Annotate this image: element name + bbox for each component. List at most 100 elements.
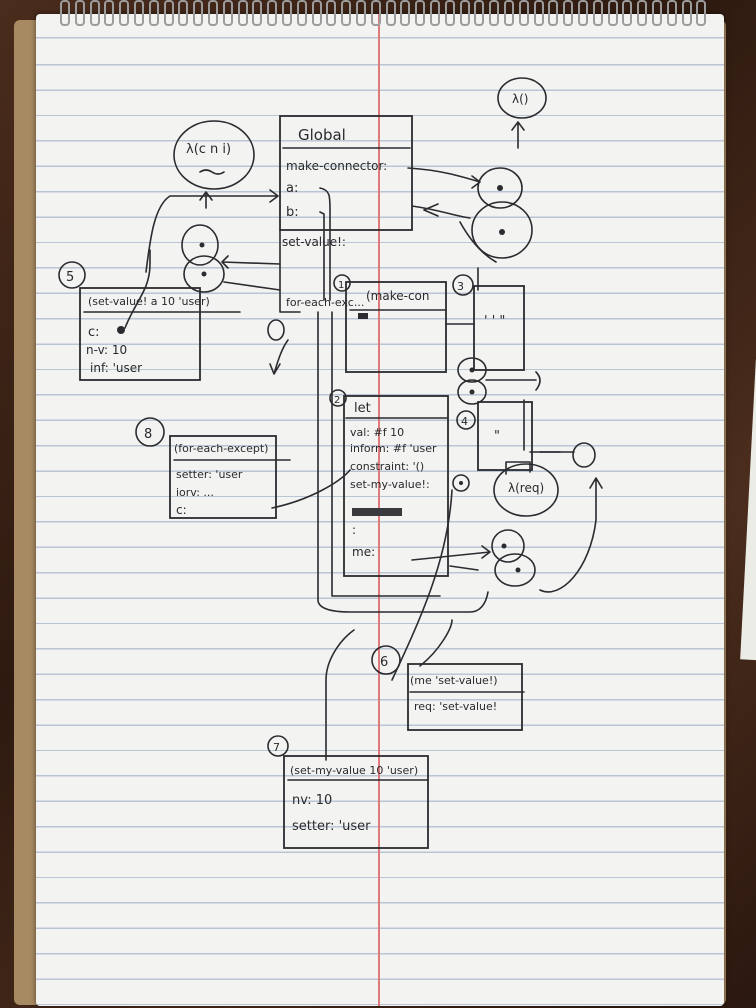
frame-4-number: 4 (461, 415, 468, 428)
spiral-ring (652, 0, 662, 26)
spiral-ring (370, 0, 381, 26)
frame-1: 1 (make-con (333, 274, 447, 373)
spiral-ring (134, 0, 144, 26)
global-binding-set-value: set-value!: (282, 235, 346, 249)
spiral-ring (148, 0, 159, 26)
lambda-top: λ() (497, 77, 547, 149)
spiral-ring (578, 0, 588, 26)
spiral-ring (415, 0, 426, 26)
frame-7-binding-setter: setter: 'user (292, 819, 371, 834)
frame-6-title: (me 'set-value!) (410, 674, 498, 687)
frame-4: 4 " (456, 401, 533, 471)
lambda-top-label: λ() (512, 92, 528, 106)
frame-8: 8 (for-each-except) setter: 'user iorv: … (135, 417, 291, 519)
frame-5-binding-c: c: (88, 325, 100, 340)
spiral-ring (163, 0, 174, 26)
frame-2-number: 2 (334, 395, 340, 406)
spiral-ring (222, 0, 233, 26)
pointer-arrows (124, 167, 603, 761)
global-frame: Global make-connector: a: b: set-value!:… (279, 115, 413, 313)
spiral-ring (637, 0, 648, 26)
frame-8-binding-iorv: iorv: ... (176, 486, 214, 499)
global-binding-a: a: (286, 181, 298, 196)
frame-7-title: (set-my-value 10 'user) (290, 764, 418, 777)
frame-6: 6 (me 'set-value!) req: 'set-value! (371, 645, 525, 731)
spiral-ring (178, 0, 189, 26)
frame-5-number: 5 (66, 270, 74, 285)
spiral-binding (60, 0, 710, 26)
spiral-ring (267, 0, 278, 26)
spiral-ring (385, 0, 396, 26)
spiral-ring (518, 0, 529, 26)
frame-2-title: let (354, 401, 371, 416)
frame-8-binding-c: c: (176, 503, 187, 517)
spiral-ring (489, 0, 500, 26)
frame-2-binding-inform: inform: #f 'user (350, 442, 437, 455)
spiral-ring (252, 0, 263, 26)
frame-4-content: " (494, 429, 500, 444)
spiral-ring (622, 0, 633, 26)
frame-5: 5 (set-value! a 10 'user) c: n-v: 10 inf… (58, 261, 241, 381)
frame-2-binding-constraint: constraint: '() (350, 460, 424, 473)
spiral-ring (666, 0, 677, 26)
frame-3-content: ' ' " (484, 314, 505, 329)
set-my-value-procedure (452, 474, 470, 492)
spiral-ring (104, 0, 115, 26)
spiral-ring (548, 0, 559, 26)
spiral-ring (119, 0, 130, 26)
frame-5-binding-nv: n-v: 10 (86, 343, 127, 357)
spiral-ring (341, 0, 352, 26)
connector-procedure-object (471, 167, 533, 259)
frame-2-binding-me: me: (352, 545, 375, 559)
spiral-ring (60, 0, 70, 26)
spiral-ring (607, 0, 618, 26)
global-binding-make-connector: make-connector: (286, 159, 387, 173)
spiral-ring (296, 0, 307, 26)
lambda-req-label: λ(req) (508, 481, 544, 495)
frame-7: 7 (set-my-value 10 'user) nv: 10 setter:… (267, 735, 429, 849)
spiral-ring (208, 0, 218, 26)
frame-2: 2 let val: #f 10 inform: #f 'user constr… (329, 389, 449, 577)
global-frame-title: Global (298, 126, 346, 144)
spiral-ring (533, 0, 544, 26)
frame-7-number: 7 (273, 741, 280, 754)
frame-2-binding-val: val: #f 10 (350, 426, 404, 439)
spiral-ring (430, 0, 440, 26)
spiral-ring (696, 0, 707, 26)
frame-8-number: 8 (144, 427, 152, 442)
frame-1-number: 1 (338, 280, 344, 291)
global-binding-b: b: (286, 205, 299, 220)
spiral-ring (311, 0, 322, 26)
spiral-ring (282, 0, 292, 26)
frame-3-number: 3 (457, 280, 464, 293)
spiral-ring (400, 0, 411, 26)
spiral-ring (474, 0, 485, 26)
spiral-ring (444, 0, 455, 26)
spiral-ring (459, 0, 470, 26)
frame-8-title: (for-each-except) (174, 442, 268, 455)
lambda-req: λ(req) (493, 463, 559, 517)
frame-5-binding-inf: inf: 'user (90, 361, 142, 375)
me-procedure-object (491, 529, 536, 587)
procedure-object-me (457, 357, 541, 405)
spiral-ring (563, 0, 574, 26)
frame-5-title: (set-value! a 10 'user) (88, 295, 210, 308)
frame-2-binding-set-my-value: set-my-value!: (350, 478, 430, 491)
frame-8-binding-setter: setter: 'user (176, 468, 243, 481)
spiral-ring (193, 0, 204, 26)
spiral-ring (326, 0, 337, 26)
global-binding-for-each: for-each-exc... (286, 296, 364, 309)
spiral-ring (356, 0, 366, 26)
lambda-cni-label: λ(c n i) (186, 142, 231, 157)
set-value-procedure-object (181, 224, 225, 293)
frame-7-binding-nv: nv: 10 (292, 793, 332, 808)
spiral-ring (74, 0, 85, 26)
spiral-ring (681, 0, 692, 26)
spiral-ring (89, 0, 100, 26)
frame-6-binding-req: req: 'set-value! (414, 700, 497, 713)
frame-2-binding-ellipsis: : (352, 523, 356, 537)
frame-1-title: (make-con (366, 289, 430, 303)
spiral-ring (592, 0, 603, 26)
lambda-cni: λ(c n i) (173, 120, 255, 190)
